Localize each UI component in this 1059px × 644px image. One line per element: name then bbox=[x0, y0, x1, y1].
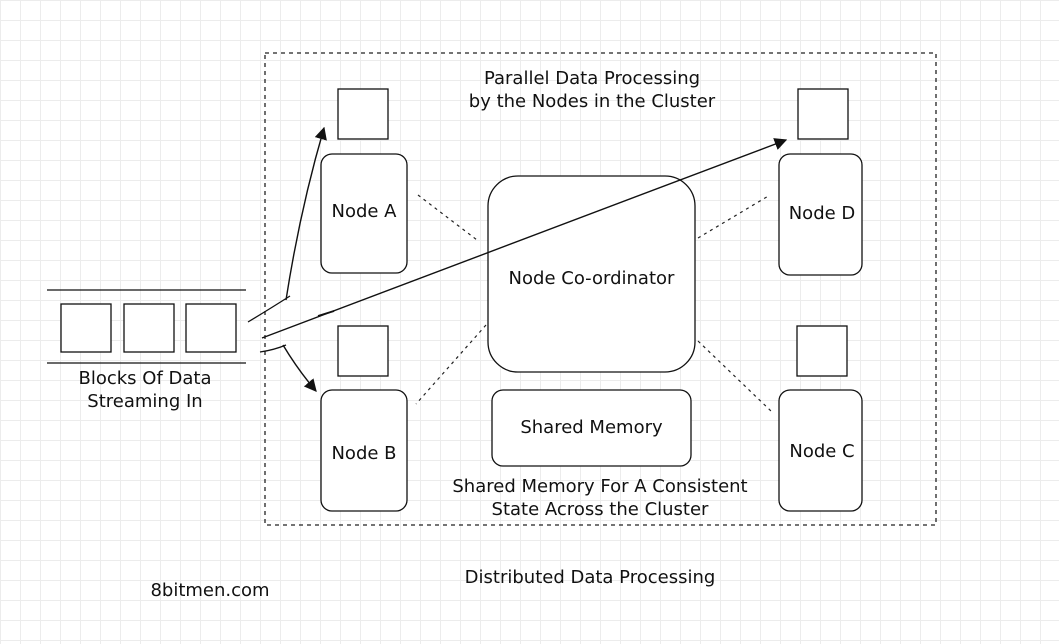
stream-connector-lower bbox=[259, 344, 287, 353]
shared-memory-caption-line-2: State Across the Cluster bbox=[491, 499, 709, 520]
node-d-label: Node D bbox=[788, 203, 856, 224]
link-coordinator-node-d bbox=[697, 194, 771, 239]
cluster-title: Parallel Data Processing by the Nodes in… bbox=[440, 67, 744, 113]
cluster-boundary bbox=[264, 52, 937, 526]
shared-memory-box bbox=[491, 389, 692, 467]
cluster-title-line-1: Parallel Data Processing bbox=[483, 68, 701, 89]
node-b-block bbox=[337, 325, 389, 377]
arrow-to-node-b bbox=[282, 344, 317, 392]
stream-caption-line-1: Blocks Of Data bbox=[78, 368, 212, 389]
data-block-1 bbox=[60, 303, 112, 353]
diagram-title: Distributed Data Processing bbox=[464, 567, 716, 588]
node-d-box bbox=[778, 153, 863, 276]
data-block-3 bbox=[185, 303, 237, 353]
shared-memory-label: Shared Memory bbox=[520, 417, 663, 438]
coordinator-label: Node Co-ordinator bbox=[508, 268, 675, 289]
node-c-block bbox=[796, 325, 848, 377]
node-c-box bbox=[778, 389, 863, 512]
cluster-title-line-2: by the Nodes in the Cluster bbox=[468, 91, 716, 112]
stream-caption-line-2: Streaming In bbox=[87, 391, 203, 412]
shared-memory-caption: Shared Memory For A Consistent State Acr… bbox=[430, 475, 770, 521]
node-c-label: Node C bbox=[789, 441, 855, 462]
node-d-block bbox=[797, 88, 849, 140]
link-coordinator-node-c bbox=[697, 340, 773, 413]
data-block-2 bbox=[123, 303, 175, 353]
watermark: 8bitmen.com bbox=[150, 580, 270, 601]
node-a-block bbox=[337, 88, 389, 140]
node-b-box bbox=[320, 389, 408, 512]
arrow-tick-mark bbox=[317, 310, 335, 317]
node-a-box bbox=[320, 153, 408, 274]
arrow-to-node-a bbox=[285, 126, 327, 301]
shared-memory-caption-line-1: Shared Memory For A Consistent bbox=[452, 476, 748, 497]
node-b-label: Node B bbox=[331, 443, 397, 464]
stream-caption: Blocks Of Data Streaming In bbox=[60, 367, 230, 413]
stream-connector-upper bbox=[247, 295, 291, 323]
arrow-to-node-d bbox=[261, 138, 788, 339]
link-coordinator-node-b bbox=[415, 324, 487, 405]
node-a-label: Node A bbox=[331, 201, 397, 222]
coordinator-box bbox=[487, 175, 696, 373]
link-coordinator-node-a bbox=[417, 194, 478, 241]
